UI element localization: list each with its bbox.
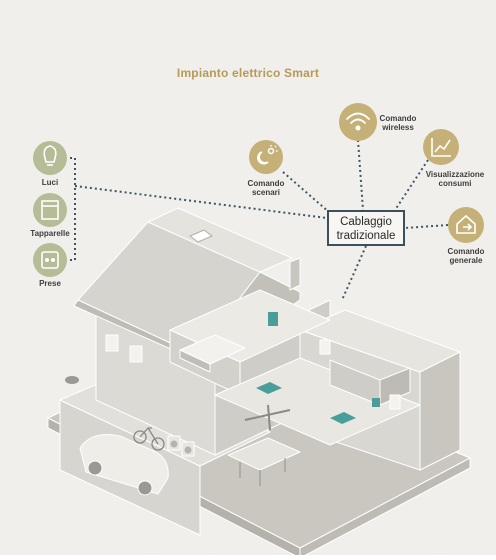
label-tapparelle: Tapparelle <box>30 229 70 238</box>
label-consumi: Visualizzazione consumi <box>414 170 496 188</box>
label-scenari: Comando scenari <box>226 179 306 197</box>
label-scenari-line2: scenari <box>251 188 281 197</box>
label-consumi-line2: consumi <box>438 179 472 188</box>
label-generale-line2: generale <box>449 256 483 265</box>
shutter-icon <box>41 200 59 220</box>
wifi-icon <box>346 112 370 131</box>
feature-wireless <box>339 103 377 141</box>
feature-generale <box>448 207 484 243</box>
lightbulb-icon <box>43 145 57 166</box>
label-scenari-line1: Comando <box>247 179 285 188</box>
device-shutters <box>33 193 67 227</box>
device-sockets <box>33 243 67 277</box>
label-luci: Luci <box>41 178 59 187</box>
socket-icon <box>41 251 59 269</box>
connector-lines <box>70 139 449 301</box>
feature-consumi <box>423 129 459 165</box>
device-lights <box>33 141 67 175</box>
car <box>79 434 169 496</box>
hub-line1: Cablaggio <box>340 216 392 228</box>
diagram-title: Impianto elettrico Smart <box>176 66 320 80</box>
chart-icon <box>431 138 451 157</box>
label-wireless-line1: Comando <box>379 114 417 123</box>
hub-box: Cablaggio tradizionale <box>327 210 405 246</box>
label-generale-line1: Comando <box>447 247 485 256</box>
label-generale: Comando generale <box>426 247 496 265</box>
label-wireless: Comando wireless <box>358 114 438 132</box>
scene-icon <box>257 145 278 165</box>
hub-line2: tradizionale <box>336 230 396 242</box>
home-arrow-icon <box>456 214 476 234</box>
teal-tv <box>268 312 278 326</box>
label-wireless-line2: wireless <box>382 123 414 132</box>
feature-scenari <box>249 140 283 174</box>
label-consumi-line1: Visualizzazione <box>425 170 485 179</box>
label-prese: Prese <box>39 279 61 288</box>
